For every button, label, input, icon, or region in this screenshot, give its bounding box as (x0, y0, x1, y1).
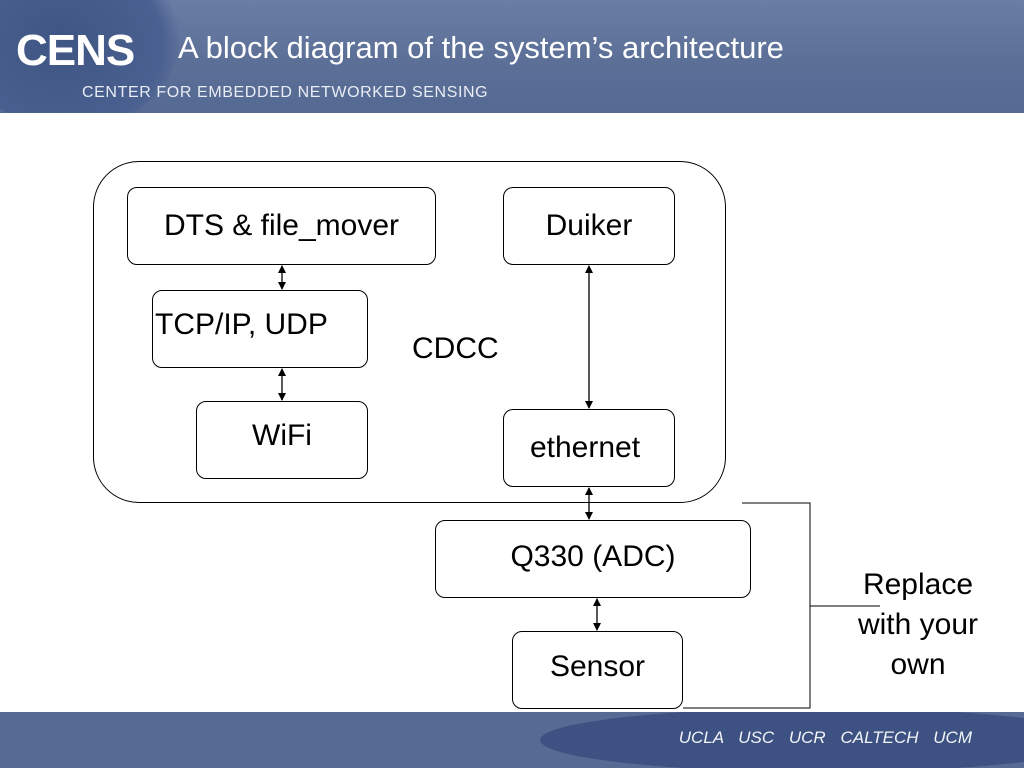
node-sensor: Sensor (512, 631, 683, 709)
node-q330-adc: Q330 (ADC) (435, 520, 751, 598)
node-wifi-label: WiFi (252, 419, 312, 452)
university-ucla: UCLA (678, 728, 724, 747)
node-tcp-ip-udp: TCP/IP, UDP (152, 290, 368, 368)
node-sensor-label: Sensor (549, 650, 646, 683)
node-q330-label: Q330 (ADC) (510, 540, 676, 573)
node-ethernet: ethernet (503, 409, 675, 487)
cdcc-label: CDCC (412, 332, 499, 365)
university-usc: USC (738, 728, 775, 747)
replace-note: Replace with your own (842, 565, 994, 685)
page-title: A block diagram of the system’s architec… (178, 30, 784, 65)
replace-note-line-2: with your (857, 608, 979, 641)
node-dts-file-mover: DTS & file_mover (127, 187, 436, 265)
university-list: UCLA USC UCR CALTECH UCM (679, 728, 972, 748)
node-duiker-label: Duiker (545, 209, 633, 242)
node-tcp-label: TCP/IP, UDP (155, 308, 328, 341)
replace-note-line-3: own (890, 648, 946, 681)
node-duiker: Duiker (503, 187, 675, 265)
node-wifi: WiFi (196, 401, 368, 479)
university-ucm: UCM (933, 728, 972, 747)
university-caltech: CALTECH (840, 728, 919, 747)
cdcc-container (93, 161, 726, 503)
header-band: CENS A block diagram of the system’s arc… (0, 0, 1024, 113)
university-ucr: UCR (788, 728, 826, 747)
node-dts-label: DTS & file_mover (163, 209, 400, 242)
org-name: CENTER FOR EMBEDDED NETWORKED SENSING (82, 84, 489, 101)
cens-logo: CENS (16, 26, 135, 76)
header-swoosh-decoration (0, 0, 180, 113)
replace-note-line-1: Replace (862, 568, 974, 601)
node-ethernet-label: ethernet (529, 431, 641, 464)
footer-band: UCLA USC UCR CALTECH UCM (0, 712, 1024, 768)
cens-logo-text: CENS (16, 26, 135, 75)
footer-oval-decoration (540, 712, 1024, 768)
